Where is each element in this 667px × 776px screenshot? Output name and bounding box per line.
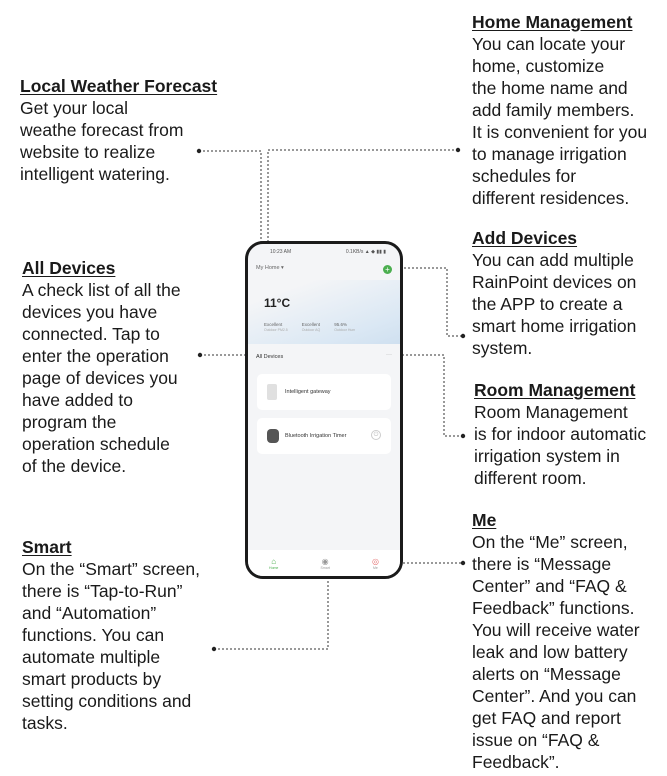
callout-devices-title: All Devices [22, 258, 116, 278]
tab-smart[interactable]: ◉ Smart [321, 557, 330, 570]
callout-smart-title: Smart [22, 537, 72, 557]
leader-add [396, 267, 463, 337]
stat-label: Outdoor PM2.5 [264, 328, 288, 332]
plus-icon: + [385, 265, 390, 274]
callout-room-body: Room Management is for indoor automatic … [474, 402, 647, 488]
callout-me: Me On the “Me” screen, there is “Message… [472, 509, 667, 773]
callout-smart-body: On the “Smart” screen, there is “Tap-to-… [22, 559, 200, 733]
weather-stat: Excellent Outdoor AQ [302, 322, 320, 332]
leader-smart [214, 568, 329, 650]
callout-devices-body: A check list of all the devices you have… [22, 280, 181, 476]
home-icon: ⌂ [271, 556, 277, 566]
status-indicators: 0.1KB/s ▲ ◆ ▮▮ ▮ [345, 249, 386, 255]
device-name: Bluetooth Irrigation Timer [285, 433, 347, 439]
stat-value: 95.6% [334, 322, 347, 327]
tab-label: Home [269, 565, 279, 570]
callout-add-title: Add Devices [472, 228, 578, 248]
timer-icon [267, 429, 279, 443]
leader-smart-dot [211, 646, 217, 652]
callout-me-title: Me [472, 510, 497, 530]
callout-smart: Smart On the “Smart” screen, there is “T… [22, 536, 232, 734]
tab-me[interactable]: ◎ Me [372, 557, 379, 570]
leader-room-dot [460, 433, 466, 439]
stat-label: Outdoor Hum [334, 328, 356, 332]
tab-label: Smart [320, 565, 330, 570]
weather-panel [248, 280, 400, 344]
leader-add-dot [460, 333, 466, 339]
status-time: 10:23 AM [270, 249, 292, 255]
power-icon[interactable]: ⏻ [371, 430, 381, 440]
stat-value: Excellent [301, 322, 320, 327]
callout-weather-title: Local Weather Forecast [20, 76, 218, 96]
callout-me-body: On the “Me” screen, there is “Message Ce… [472, 532, 640, 772]
tab-home[interactable]: ⌂ Home [269, 557, 278, 570]
temperature: 11°C [264, 296, 291, 310]
device-card-gateway[interactable]: Intelligent gateway [257, 374, 391, 410]
leader-home-dot [455, 147, 461, 153]
smart-icon: ◉ [321, 556, 329, 566]
weather-stats: Excellent Outdoor PM2.5 Excellent Outdoo… [264, 322, 392, 332]
tab-label: Me [373, 565, 378, 570]
callout-devices: All Devices A check list of all the devi… [22, 257, 222, 477]
leader-devices-dot [197, 352, 203, 358]
tab-bar: ⌂ Home ◉ Smart ◎ Me [248, 550, 400, 576]
stat-value: Excellent [264, 322, 283, 327]
leader-home [267, 149, 458, 263]
phone-mockup: 10:23 AM 0.1KB/s ▲ ◆ ▮▮ ▮ My Home ▾ + 11… [245, 241, 403, 579]
callout-add-body: You can add multiple RainPoint devices o… [472, 250, 637, 358]
me-icon: ◎ [371, 556, 379, 566]
gateway-icon [267, 384, 277, 400]
leader-room [398, 354, 463, 437]
weather-stat: Excellent Outdoor PM2.5 [264, 322, 288, 332]
callout-home: Home Management You can locate your home… [472, 11, 667, 209]
callout-add: Add Devices You can add multiple RainPoi… [472, 227, 667, 359]
ellipsis-icon[interactable]: ··· [386, 352, 392, 358]
callout-home-body: You can locate your home, customize the … [472, 34, 648, 208]
callout-weather-body: Get your local weathe forecast from webs… [20, 98, 184, 184]
home-selector[interactable]: My Home ▾ [256, 265, 284, 271]
all-devices-title: All Devices [256, 354, 284, 360]
status-bar: 10:23 AM 0.1KB/s ▲ ◆ ▮▮ ▮ [270, 249, 386, 255]
leader-weather-dot [196, 148, 202, 154]
device-card-timer[interactable]: Bluetooth Irrigation Timer ⏻ [257, 418, 391, 454]
device-name: Intelligent gateway [285, 389, 331, 395]
callout-weather: Local Weather Forecast Get your local we… [20, 75, 220, 185]
add-device-button[interactable]: + [383, 265, 392, 274]
callout-room-title: Room Management [474, 380, 636, 400]
callout-home-title: Home Management [472, 12, 633, 32]
weather-stat: 95.6% Outdoor Hum [334, 322, 355, 332]
leader-me-dot [460, 560, 466, 566]
callout-room: Room Management Room Management is for i… [474, 379, 667, 489]
stat-label: Outdoor AQ [301, 328, 321, 332]
